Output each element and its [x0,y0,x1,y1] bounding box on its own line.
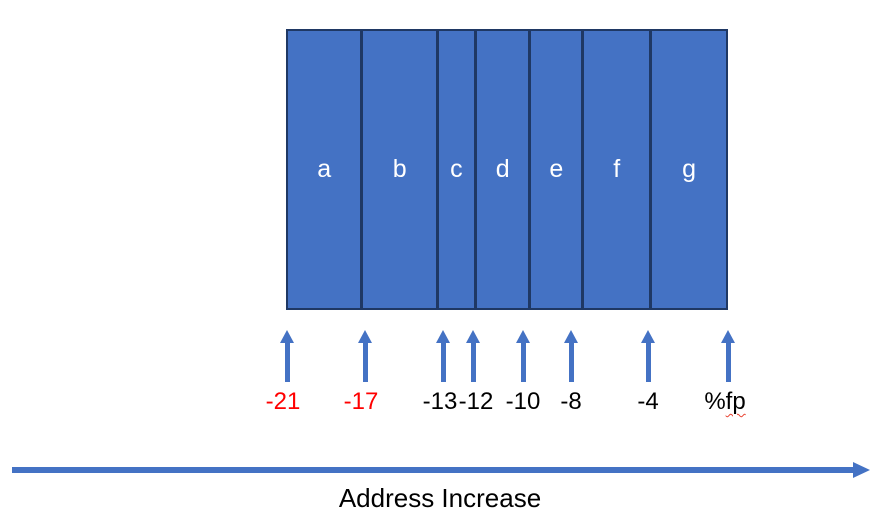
arrowhead-icon [466,330,480,343]
fp-word: fp [725,388,746,415]
up-arrow-icon [358,330,372,382]
segment-a: a [288,31,364,308]
segment-c-label: c [450,155,463,183]
arrow-stem [568,343,574,382]
tick-label-minus-8: -8 [560,388,582,415]
arrow-stem [284,343,290,382]
tick-label-minus-4: -4 [637,388,659,415]
segment-e: e [531,31,585,308]
up-arrow-icon [436,330,450,382]
arrow-stem [470,343,476,382]
segment-e-label: e [549,155,564,183]
segment-a-label: a [317,155,332,183]
arrowhead-icon [641,330,655,343]
segment-c: c [438,31,477,308]
segment-b-label: b [392,155,407,183]
tick-label-minus-17: -17 [343,388,379,415]
arrow-stem [725,343,731,382]
segment-d-label: d [495,155,510,183]
arrowhead-icon [853,462,870,478]
up-arrow-icon [466,330,480,382]
tick-label-fp: %fp [680,388,770,415]
arrowhead-icon [564,330,578,343]
arrowhead-icon [721,330,735,343]
segment-f-label: f [613,155,621,183]
arrow-stem [440,343,446,382]
address-axis-arrow-icon [12,462,870,478]
up-arrow-icon [564,330,578,382]
arrowhead-icon [436,330,450,343]
tick-label-minus-21: -21 [265,388,301,415]
arrow-stem [12,467,856,473]
tick-label-minus-13: -13 [422,388,458,415]
segment-d: d [476,31,532,308]
up-arrow-icon [280,330,294,382]
segment-g-label: g [682,155,696,183]
up-arrow-icon [721,330,735,382]
segment-g: g [652,31,726,308]
arrow-stem [520,343,526,382]
segment-b: b [363,31,439,308]
tick-label-minus-12: -12 [458,388,494,415]
arrow-stem [362,343,368,382]
memory-box: a b c d e f g [286,29,728,310]
arrowhead-icon [280,330,294,343]
up-arrow-icon [516,330,530,382]
axis-label: Address Increase [338,483,542,513]
fp-percent-sign: % [704,388,726,415]
segment-f: f [584,31,653,308]
up-arrow-icon [641,330,655,382]
arrowhead-icon [516,330,530,343]
tick-label-minus-10: -10 [505,388,541,415]
arrowhead-icon [358,330,372,343]
arrow-stem [645,343,651,382]
